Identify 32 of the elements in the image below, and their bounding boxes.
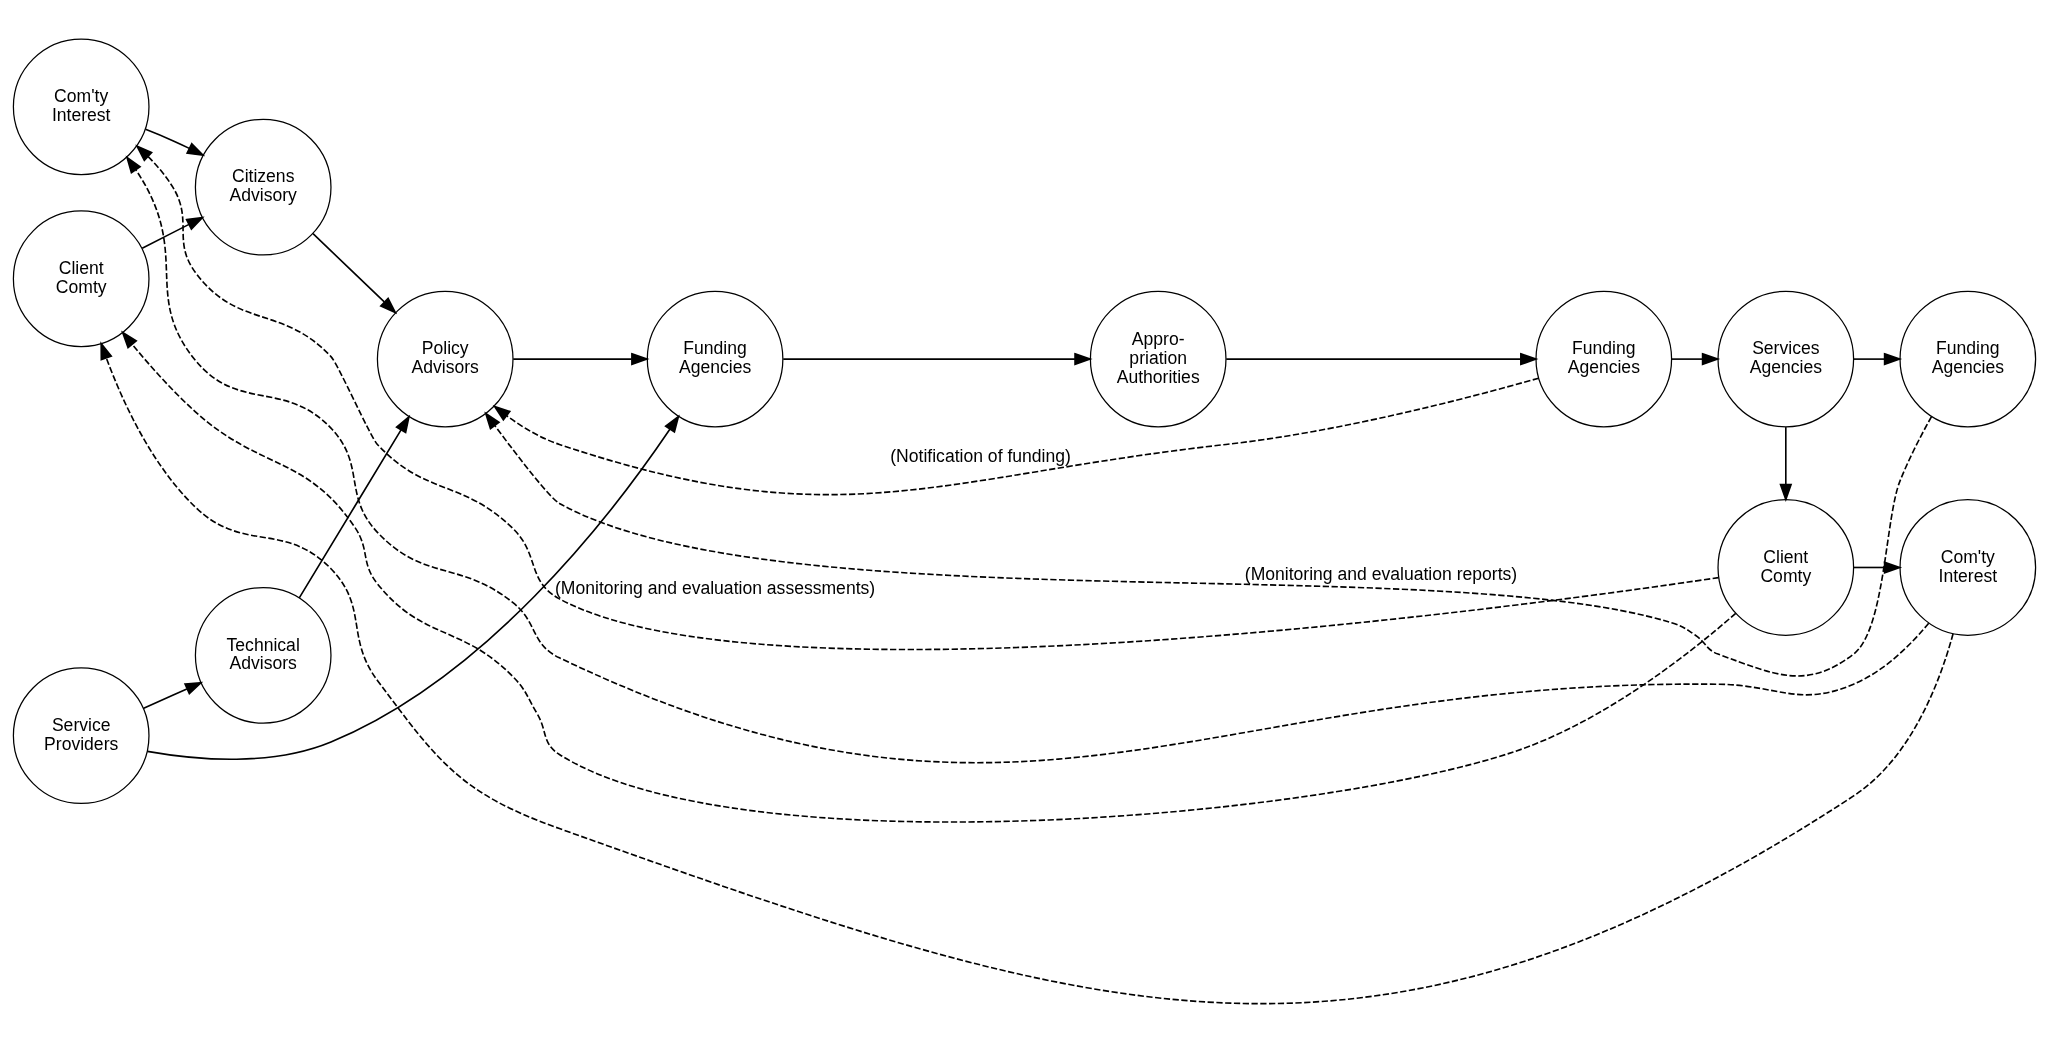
node-circle: Com'ty Interest xyxy=(1899,498,2037,636)
arrow xyxy=(1853,560,1903,574)
node-circle: Citizens Advisory xyxy=(194,118,332,256)
arrow xyxy=(1853,352,1903,366)
node-circle: Funding Agencies xyxy=(1899,290,2037,427)
arrow xyxy=(146,413,680,760)
arrow xyxy=(512,352,650,366)
edge-label: (Notification of funding) xyxy=(890,445,1071,466)
arrow xyxy=(141,215,205,249)
node-circle: Appro- priation Authorities xyxy=(1089,290,1227,427)
arrow xyxy=(298,414,411,599)
node-circle: Client Comty xyxy=(1717,498,1855,636)
node-circle: Services Agencies xyxy=(1717,290,1855,427)
arrow xyxy=(484,410,1933,677)
arrow xyxy=(782,352,1093,366)
arrow xyxy=(125,154,1930,763)
arrow xyxy=(492,376,1540,495)
arrow xyxy=(142,681,204,709)
edge-label: (Monitoring and evaluation reports) xyxy=(1244,563,1518,584)
node-circle: Technical Advisors xyxy=(194,586,332,724)
node-circle: Funding Agencies xyxy=(646,290,784,427)
edge-label: (Monitoring and evaluation assessments) xyxy=(554,577,876,598)
node-circle: Funding Agencies xyxy=(1535,290,1673,427)
arrow xyxy=(1779,425,1793,502)
arrow xyxy=(144,128,206,156)
arrow xyxy=(100,340,1954,1004)
arrow xyxy=(1225,352,1539,366)
arrow xyxy=(1671,352,1721,366)
arrow xyxy=(312,232,398,314)
node-circle: Service Providers xyxy=(12,666,150,804)
arrow xyxy=(135,143,1720,650)
arrow xyxy=(121,330,1737,823)
